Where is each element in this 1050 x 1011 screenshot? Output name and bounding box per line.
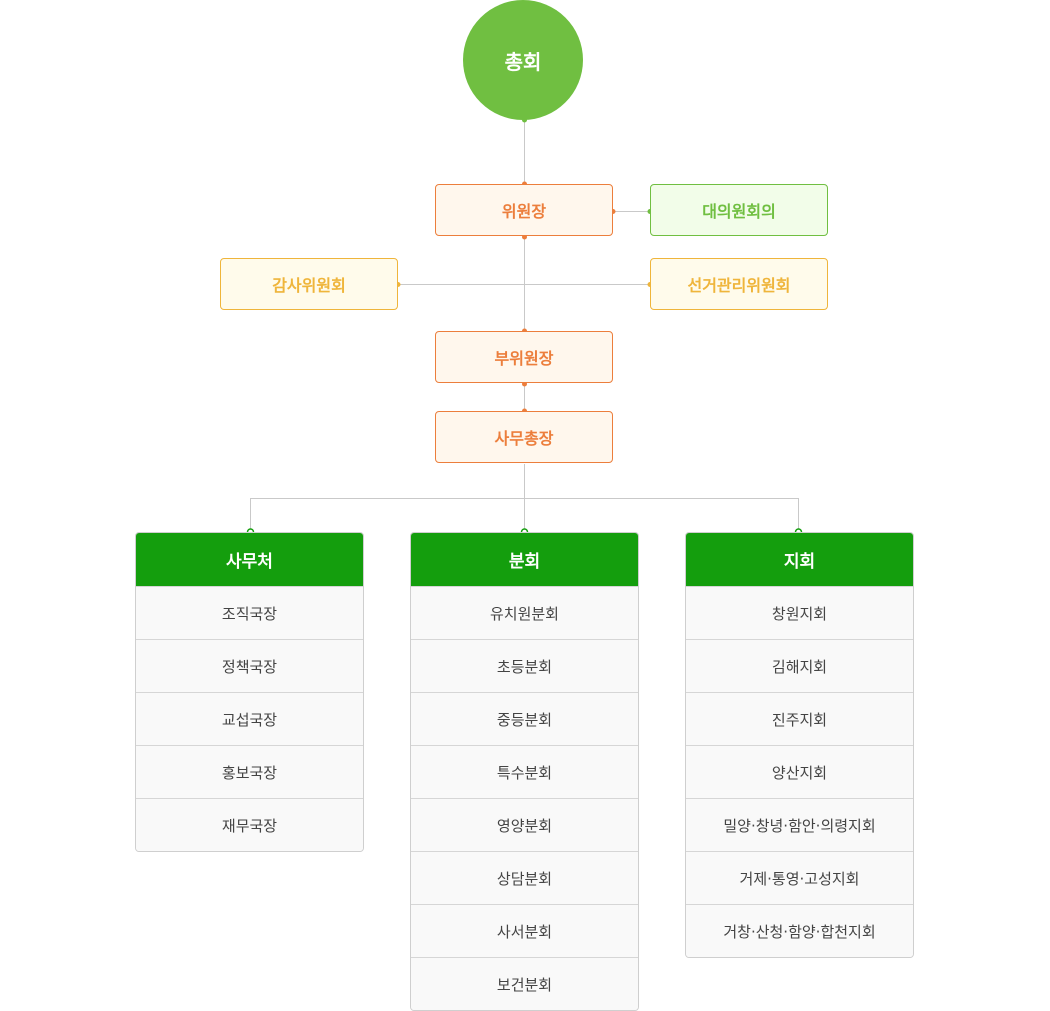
chapter-column: 지회 창원지회 김해지회 진주지회 양산지회 밀양·창녕·함안·의령지회 거제·… [685, 532, 914, 958]
list-item: 사서분회 [411, 904, 638, 957]
audit-committee-node: 감사위원회 [220, 258, 398, 310]
list-item: 중등분회 [411, 692, 638, 745]
list-item: 거제·통영·고성지회 [686, 851, 913, 904]
column-header: 분회 [411, 533, 638, 586]
list-item: 재무국장 [136, 798, 363, 851]
chair-node: 위원장 [435, 184, 613, 236]
council-node: 대의원회의 [650, 184, 828, 236]
secretary-general-node: 사무총장 [435, 411, 613, 463]
list-item: 창원지회 [686, 586, 913, 639]
list-item: 영양분회 [411, 798, 638, 851]
general-assembly-node: 총회 [463, 0, 583, 120]
branch-column: 분회 유치원분회 초등분회 중등분회 특수분회 영양분회 상담분회 사서분회 보… [410, 532, 639, 1011]
list-item: 조직국장 [136, 586, 363, 639]
list-item: 김해지회 [686, 639, 913, 692]
list-item: 교섭국장 [136, 692, 363, 745]
list-item: 보건분회 [411, 957, 638, 1010]
list-item: 초등분회 [411, 639, 638, 692]
list-item: 진주지회 [686, 692, 913, 745]
list-item: 상담분회 [411, 851, 638, 904]
list-item: 홍보국장 [136, 745, 363, 798]
list-item: 양산지회 [686, 745, 913, 798]
election-committee-node: 선거관리위원회 [650, 258, 828, 310]
column-header: 사무처 [136, 533, 363, 586]
list-item: 특수분회 [411, 745, 638, 798]
list-item: 정책국장 [136, 639, 363, 692]
list-item: 밀양·창녕·함안·의령지회 [686, 798, 913, 851]
secretariat-column: 사무처 조직국장 정책국장 교섭국장 홍보국장 재무국장 [135, 532, 364, 852]
vice-chair-node: 부위원장 [435, 331, 613, 383]
list-item: 거창·산청·함양·합천지회 [686, 904, 913, 957]
line-branch-horizontal [250, 498, 799, 532]
list-item: 유치원분회 [411, 586, 638, 639]
column-header: 지회 [686, 533, 913, 586]
